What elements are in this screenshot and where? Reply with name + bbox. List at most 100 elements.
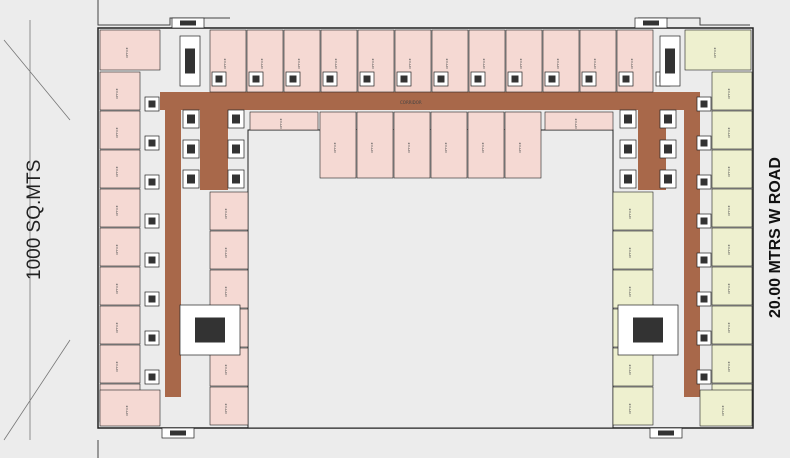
office-top-11-label: OFFICE (593, 58, 597, 69)
lift-left-5-fixture (232, 144, 240, 154)
office-inner-left-2 (209, 230, 249, 270)
office-inner-top-5-label: OFFICE (481, 142, 485, 153)
office-right-6 (711, 266, 753, 306)
duct-left-1-fixture (148, 100, 156, 108)
office-inner-right-3 (612, 269, 654, 309)
duct-top-1-fixture (215, 75, 223, 83)
office-inner-left-1-label: OFFICE (224, 208, 228, 219)
office-right-bottom (699, 389, 753, 427)
duct-top-8-fixture (474, 75, 482, 83)
duct-right-5-fixture (700, 256, 708, 264)
office-left-4 (99, 188, 141, 228)
office-right-5-label: OFFICE (727, 244, 731, 255)
office-inner-top-6-label: OFFICE (518, 142, 522, 153)
office-inner-top-left-label: OFFICE (279, 118, 283, 129)
office-top-left-corner-label: OFFICE (125, 47, 129, 58)
office-top-5-label: OFFICE (371, 58, 375, 69)
office-inner-top-1-label: OFFICE (333, 142, 337, 153)
duct-right-3-fixture (700, 178, 708, 186)
office-right-1 (711, 71, 753, 111)
lift-left-2-fixture (187, 144, 195, 154)
duct-right-6-fixture (700, 295, 708, 303)
office-top-7-label: OFFICE (445, 58, 449, 69)
office-top-left-corner (99, 29, 161, 71)
office-right-3-label: OFFICE (727, 166, 731, 177)
canopy-top-right-fixture (643, 20, 659, 26)
office-inner-top-right-label: OFFICE (574, 118, 578, 129)
office-left-2-label: OFFICE (115, 127, 119, 138)
duct-right-1-fixture (700, 100, 708, 108)
stair-top-left-fixture (185, 48, 195, 74)
office-inner-top-4-label: OFFICE (444, 142, 448, 153)
duct-top-3-fixture (289, 75, 297, 83)
office-inner-left-6 (209, 386, 249, 426)
office-left-3 (99, 149, 141, 189)
office-inner-left-3-label: OFFICE (224, 286, 228, 297)
office-inner-right-6 (612, 386, 654, 426)
office-inner-top-left (249, 111, 319, 131)
lift-left-1-fixture (187, 114, 195, 124)
office-top-8-label: OFFICE (482, 58, 486, 69)
corridor-left (165, 92, 181, 397)
duct-top-5-fixture (363, 75, 371, 83)
office-right-7 (711, 305, 753, 345)
office-inner-left-3 (209, 269, 249, 309)
office-right-3 (711, 149, 753, 189)
office-inner-right-2-label: OFFICE (628, 247, 632, 258)
duct-top-7-fixture (437, 75, 445, 83)
lift-right-4-fixture (664, 114, 672, 124)
duct-left-7-fixture (148, 334, 156, 342)
duct-right-2-fixture (700, 139, 708, 147)
office-inner-top-1 (319, 111, 357, 179)
stair-left-fixture (195, 317, 225, 343)
office-left-4-label: OFFICE (115, 205, 119, 216)
office-inner-right-5-label: OFFICE (628, 364, 632, 375)
stair-top-right-fixture (665, 48, 675, 74)
office-right-4 (711, 188, 753, 228)
office-right-2-label: OFFICE (727, 127, 731, 138)
office-inner-top-3 (393, 111, 431, 179)
office-right-2 (711, 110, 753, 150)
office-right-8 (711, 344, 753, 384)
site-area-label: 1000 SQ.MTS (24, 160, 45, 280)
duct-left-6-fixture (148, 295, 156, 303)
lift-right-3-fixture (624, 174, 632, 184)
duct-top-10-fixture (548, 75, 556, 83)
office-top-right-corner (684, 29, 752, 71)
office-right-4-label: OFFICE (727, 205, 731, 216)
corridor-top (160, 92, 700, 110)
duct-right-8-fixture (700, 373, 708, 381)
office-right-bottom-label: OFFICE (721, 405, 725, 416)
office-inner-left-6-label: OFFICE (224, 403, 228, 414)
office-left-3-label: OFFICE (115, 166, 119, 177)
lift-left-6-fixture (232, 174, 240, 184)
office-inner-right-1-label: OFFICE (628, 208, 632, 219)
lift-left-4-fixture (232, 114, 240, 124)
lift-right-2-fixture (624, 144, 632, 154)
office-inner-top-5 (467, 111, 505, 179)
office-top-3-label: OFFICE (297, 58, 301, 69)
office-inner-left-2-label: OFFICE (224, 247, 228, 258)
duct-top-12-fixture (622, 75, 630, 83)
office-right-8-label: OFFICE (727, 361, 731, 372)
office-inner-top-right (544, 111, 614, 131)
office-left-8 (99, 344, 141, 384)
corridor-right (684, 92, 700, 397)
office-left-1-label: OFFICE (115, 88, 119, 99)
lift-right-6-fixture (664, 174, 672, 184)
canopy-top-left-fixture (180, 20, 196, 26)
office-inner-top-6 (504, 111, 542, 179)
duct-right-4-fixture (700, 217, 708, 225)
office-top-2-label: OFFICE (260, 58, 264, 69)
office-inner-right-3-label: OFFICE (628, 286, 632, 297)
office-inner-right-6-label: OFFICE (628, 403, 632, 414)
service-cores (144, 17, 712, 439)
lift-right-5-fixture (664, 144, 672, 154)
office-inner-left-1 (209, 191, 249, 231)
office-top-12-label: OFFICE (630, 58, 634, 69)
road-label: 20.00 MTRS W ROAD (767, 157, 784, 318)
office-left-1 (99, 71, 141, 111)
office-left-8-label: OFFICE (115, 361, 119, 372)
lift-left-3-fixture (187, 174, 195, 184)
